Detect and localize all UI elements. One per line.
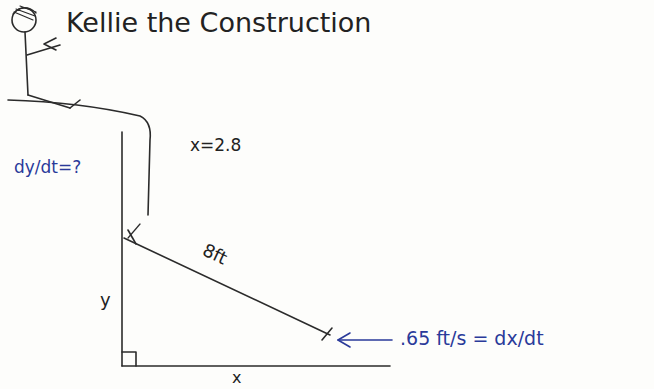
motion-arrow: [338, 339, 392, 341]
title-note: Kellie the Construction: [66, 8, 371, 38]
wall: [121, 132, 123, 366]
side-label: y: [100, 290, 111, 310]
arrow-head: [338, 333, 350, 347]
position-label: x=2.8: [190, 136, 241, 155]
ground: [122, 365, 390, 367]
worker-helmet: [13, 6, 36, 20]
rate-value: .65 ft/s = dx/dt: [400, 328, 544, 349]
ladder-tick: [322, 328, 332, 340]
pointer: [44, 38, 56, 50]
x-mark: [128, 224, 140, 238]
rate-question: dy/dt=?: [14, 158, 81, 177]
right-angle-mark: [122, 352, 136, 366]
wall-top: [8, 100, 150, 215]
ladder: [124, 238, 330, 335]
worker-body: [25, 32, 28, 95]
side-label: x: [232, 369, 241, 387]
length-label: 8ft: [200, 240, 231, 268]
